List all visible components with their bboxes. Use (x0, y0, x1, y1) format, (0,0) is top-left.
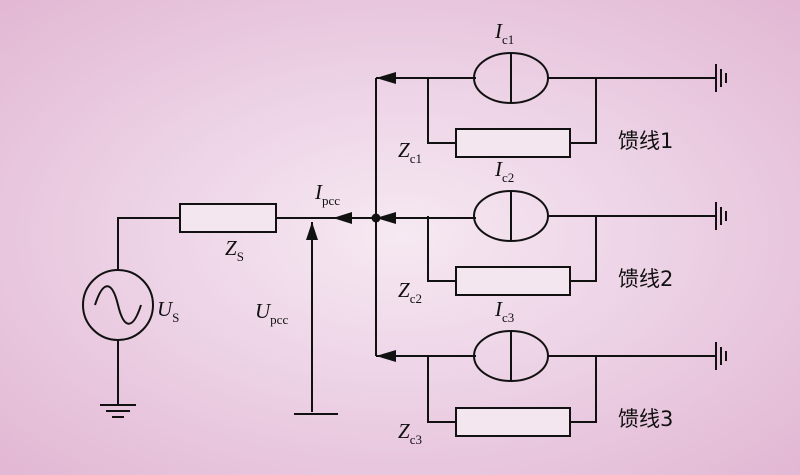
source-wire (117, 217, 180, 270)
feeder-1: Ic1 Zc1 馈线1 (376, 19, 727, 166)
ac-source-icon (82, 269, 154, 341)
feeder-1-impedance (455, 128, 571, 158)
pcc-current-arrow (333, 212, 352, 224)
feeder-2-current-arrow (376, 212, 396, 224)
feeder-3-current-label: Ic3 (494, 297, 514, 325)
feeder-2: Ic2 Zc2 馈线2 (376, 157, 727, 306)
source-label: US (157, 297, 179, 325)
feeder-3-current-arrow (376, 350, 396, 362)
feeder-1-current-arrow (376, 72, 396, 84)
feeder-3-impedance (455, 407, 571, 437)
source-ground-icon (100, 404, 136, 418)
feeder-2-parallel-wire (427, 216, 597, 282)
feeder-2-impedance (455, 266, 571, 296)
source-impedance (179, 203, 277, 233)
pcc-voltage-branch: Upcc (255, 222, 338, 415)
feeder-3-ground-icon (715, 342, 727, 370)
feeder-3-impedance-label: Zc3 (398, 419, 422, 447)
feeder-2-impedance-label: Zc2 (398, 278, 422, 306)
feeder-1-ground-icon (715, 64, 727, 92)
feeder-1-current-label: Ic1 (494, 19, 514, 47)
feeder-2-label: 馈线2 (618, 267, 673, 291)
feeder-3-label: 馈线3 (618, 407, 673, 431)
feeder-2-current-label: Ic2 (494, 157, 514, 185)
pcc-voltage-arrow (306, 222, 318, 240)
feeder-2-ground-icon (715, 202, 727, 230)
source-branch: US ZS Ipcc (82, 180, 376, 418)
source-impedance-label: ZS (225, 236, 244, 264)
pcc-voltage-label: Upcc (255, 299, 288, 327)
feeder-3: Ic3 Zc3 馈线3 (376, 297, 727, 447)
feeder-3-parallel-wire (427, 356, 597, 423)
feeder-1-label: 馈线1 (618, 129, 673, 153)
pcc-current-label: Ipcc (314, 180, 340, 208)
feeder-1-impedance-label: Zc1 (398, 138, 422, 166)
feeder-1-parallel-wire (427, 78, 597, 144)
